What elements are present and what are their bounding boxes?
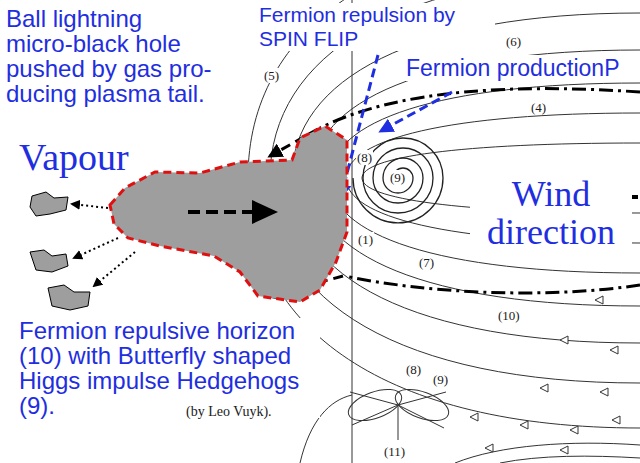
- butterfly-hedgehog: [344, 383, 453, 440]
- callout-number: (1): [357, 232, 374, 247]
- callout-number: (7): [418, 255, 435, 270]
- note-text: Fermion repulsive horizon (10) with Butt…: [18, 318, 320, 418]
- callout-number: (10): [497, 308, 521, 323]
- note-text: Fermion productionP: [405, 55, 621, 81]
- credit-text: (by Leo Vuyk).: [185, 404, 273, 420]
- callout-number: (8): [356, 150, 373, 165]
- vapour-blobs: [30, 192, 90, 310]
- callout-number: (9): [432, 372, 449, 387]
- note-text: Ball lightning micro-black hole pushed b…: [5, 6, 215, 106]
- callout-number: (5): [263, 68, 280, 83]
- region-label: Vapour: [18, 136, 130, 178]
- flow-arrowheads: [470, 296, 620, 454]
- callout-number: (9): [389, 170, 406, 185]
- callout-number: (11): [383, 444, 406, 459]
- callout-number: (8): [405, 362, 422, 377]
- callout-number: (6): [505, 34, 522, 49]
- vortex-spiral: [353, 138, 443, 223]
- tail-arrow: [188, 200, 278, 224]
- callout-number: (4): [530, 100, 547, 115]
- plasma-tail: [110, 126, 347, 302]
- wind-label: Wind direction: [470, 175, 632, 251]
- vapour-arrows: [72, 204, 135, 286]
- note-text: Fermion repulsion by SPIN FLIP: [258, 3, 495, 51]
